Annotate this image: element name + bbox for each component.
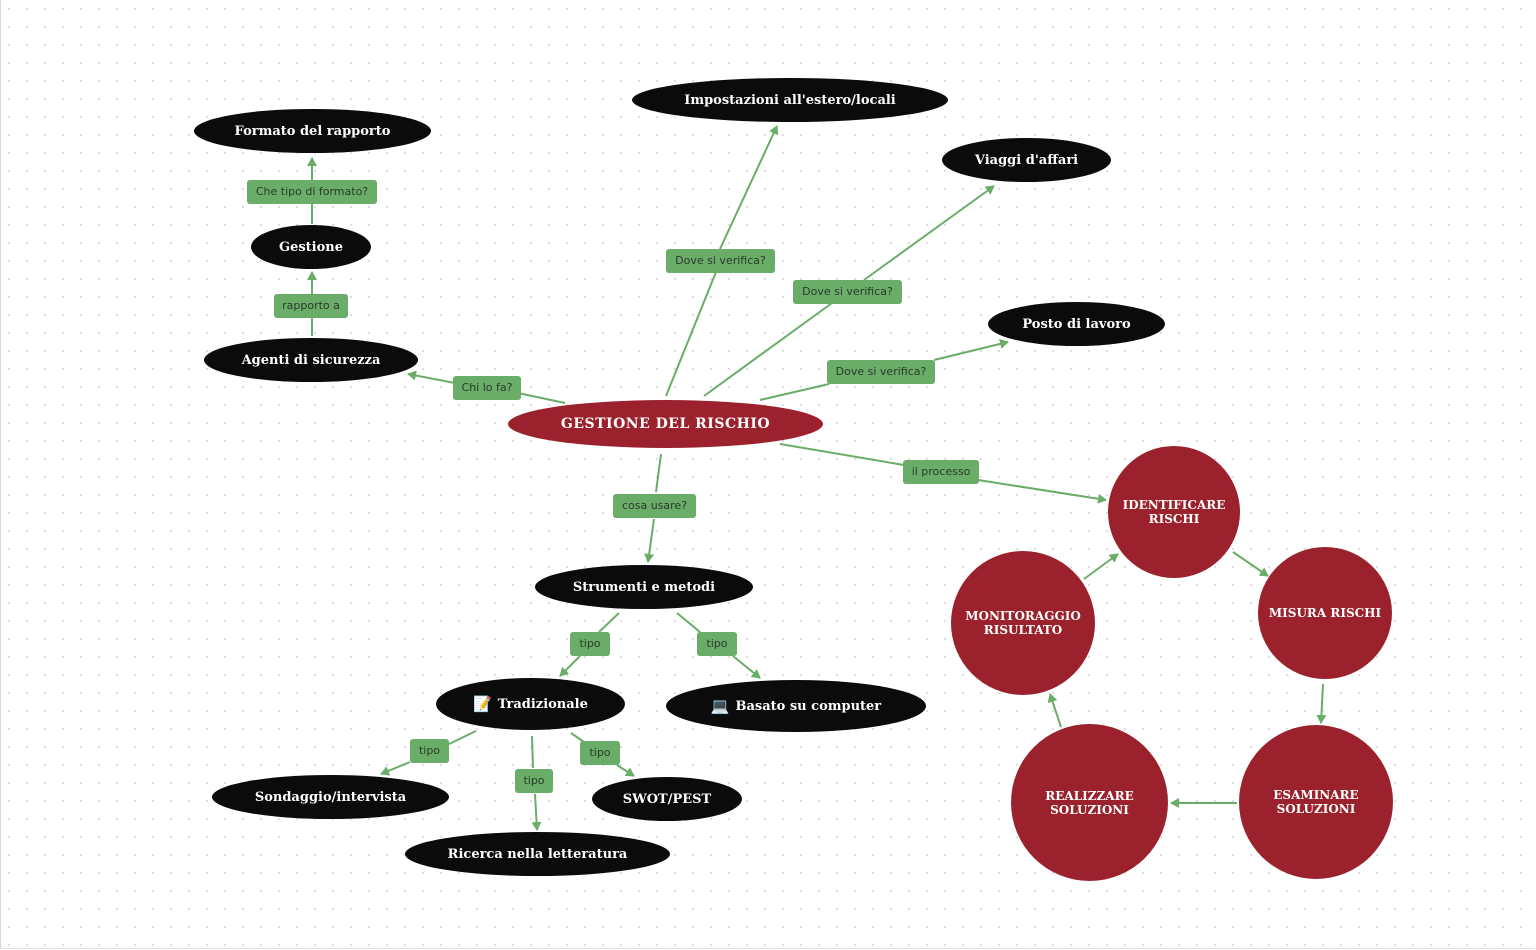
edge-central-viaggi-head [863, 185, 995, 281]
edge-label-cosa-usare[interactable]: cosa usare? [613, 494, 696, 518]
edge-realizzare-monitoraggio [1047, 693, 1062, 728]
edge-label-il-processo[interactable]: il processo [903, 460, 979, 484]
edge-tradizionale-sondaggio-head [380, 761, 411, 776]
edge-strumenti-tradizionale [598, 612, 620, 633]
edge-label-tipo-computer[interactable]: tipo [697, 632, 737, 656]
memo-icon: 📝 [473, 695, 492, 713]
edge-label-chi-lo-fa[interactable]: Chi lo fa? [453, 376, 521, 400]
edge-tradizionale-swot [570, 732, 585, 743]
edge-label-dove-si-verifica-3[interactable]: Dove si verifica? [827, 360, 935, 384]
edge-tradizionale-sondaggio [448, 730, 477, 745]
edge-misura-esaminare [1316, 683, 1327, 724]
cycle-monitoraggio-risultato[interactable]: MONITORAGGIO RISULTATO [951, 551, 1095, 695]
edge-monitoraggio-identificare [1083, 553, 1119, 580]
edge-label-tipo-swot[interactable]: tipo [580, 741, 620, 765]
node-agenti-sicurezza[interactable]: Agenti di sicurezza [204, 338, 418, 382]
node-label: Gestione [278, 239, 344, 255]
node-label: Basato su computer [735, 698, 882, 714]
cycle-esaminare-soluzioni[interactable]: ESAMINARE SOLUZIONI [1239, 725, 1393, 879]
edge-central-impostazioni [665, 271, 717, 397]
edge-central-agenti [517, 392, 566, 404]
node-sondaggio[interactable]: Sondaggio/intervista [212, 775, 449, 819]
node-label: Viaggi d'affari [974, 152, 1079, 168]
edge-strumenti-tradizionale-head [559, 655, 581, 677]
node-label: Impostazioni all'estero/locali [684, 92, 896, 108]
cycle-label: IDENTIFICARE RISCHI [1122, 498, 1226, 526]
edge-tradizionale-ricerca-head [531, 793, 542, 831]
edge-tradizionale-ricerca [531, 735, 534, 769]
cycle-realizzare-soluzioni[interactable]: REALIZZARE SOLUZIONI [1011, 724, 1168, 881]
cycle-label: MISURA RISCHI [1268, 606, 1382, 620]
node-central-gestione-rischio[interactable]: GESTIONE DEL RISCHIO [508, 400, 823, 448]
cycle-label: MONITORAGGIO RISULTATO [965, 609, 1081, 637]
edge-strumenti-computer [676, 612, 701, 633]
cycle-label: REALIZZARE SOLUZIONI [1045, 788, 1134, 817]
node-formato-rapporto[interactable]: Formato del rapporto [194, 109, 431, 153]
node-posto-lavoro[interactable]: Posto di lavoro [988, 302, 1165, 346]
edge-central-viaggi [703, 302, 833, 397]
central-label: GESTIONE DEL RISCHIO [560, 416, 771, 432]
edge-central-impostazioni-head [719, 125, 779, 250]
node-label: Posto di lavoro [1022, 316, 1131, 332]
node-strumenti-metodi[interactable]: Strumenti e metodi [535, 565, 753, 609]
node-ricerca-letteratura[interactable]: Ricerca nella letteratura [405, 832, 670, 876]
node-viaggi-affari[interactable]: Viaggi d'affari [942, 138, 1111, 182]
edge-label-rapporto-a[interactable]: rapporto a [274, 294, 348, 318]
node-swot-pest[interactable]: SWOT/PEST [592, 777, 742, 821]
node-gestione[interactable]: Gestione [251, 225, 371, 269]
edge-label-tipo-sondaggio[interactable]: tipo [410, 739, 449, 763]
node-label: Tradizionale [497, 696, 588, 712]
edge-central-strumenti-head [644, 518, 655, 563]
node-label: Strumenti e metodi [572, 579, 716, 595]
edge-label-tipo-ricerca[interactable]: tipo [515, 769, 553, 793]
edge-central-identificare [779, 443, 905, 466]
edge-central-strumenti [655, 453, 662, 493]
edge-identificare-misura [1232, 551, 1269, 577]
edge-label-dove-si-verifica-2[interactable]: Dove si verifica? [793, 280, 902, 304]
laptop-icon: 💻 [710, 697, 730, 715]
edge-tradizionale-swot-head [616, 764, 635, 777]
node-tradizionale[interactable]: 📝 Tradizionale [436, 678, 625, 730]
cycle-misura-rischi[interactable]: MISURA RISCHI [1258, 547, 1392, 679]
node-label: Ricerca nella letteratura [447, 846, 628, 862]
edge-central-posto-head [933, 339, 1009, 361]
cycle-identificare-rischi[interactable]: IDENTIFICARE RISCHI [1108, 446, 1240, 578]
edge-strumenti-computer-head [732, 655, 761, 679]
edge-label-dove-si-verifica-1[interactable]: Dove si verifica? [666, 249, 775, 273]
edge-label-tipo-tradizionale[interactable]: tipo [570, 632, 610, 656]
node-label: Agenti di sicurezza [241, 352, 381, 368]
edge-central-identificare-head [977, 479, 1107, 504]
node-impostazioni[interactable]: Impostazioni all'estero/locali [632, 78, 948, 122]
node-label: SWOT/PEST [622, 791, 712, 807]
node-basato-computer[interactable]: 💻 Basato su computer [666, 680, 926, 732]
edge-label-che-tipo-formato[interactable]: Che tipo di formato? [247, 180, 377, 204]
edge-central-posto [759, 383, 830, 401]
edge-central-agenti-head [407, 370, 456, 384]
node-label: Formato del rapporto [234, 123, 391, 139]
node-label: Sondaggio/intervista [254, 789, 407, 805]
cycle-label: ESAMINARE SOLUZIONI [1273, 788, 1359, 816]
